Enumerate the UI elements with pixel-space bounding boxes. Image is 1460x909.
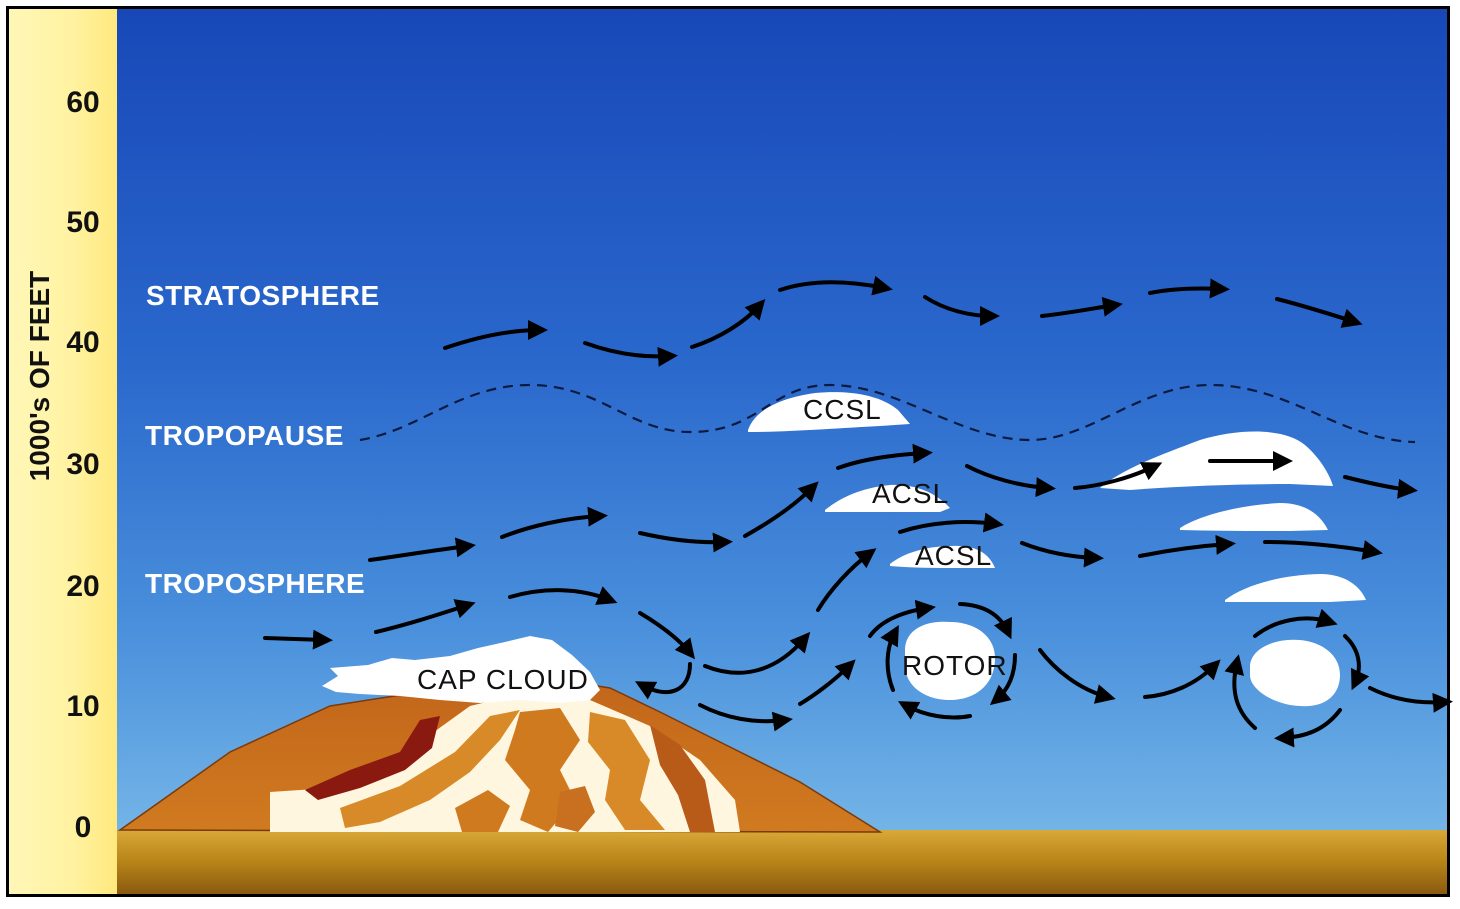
- flow-arrow: [263, 629, 333, 650]
- flow-arrow: [965, 464, 1056, 498]
- flow-arrow: [1138, 534, 1236, 558]
- flow-arrow: [1038, 648, 1116, 704]
- flow-arrow: [583, 341, 678, 367]
- flow-arrow: [690, 299, 766, 349]
- flow-arrow: [868, 599, 936, 638]
- rotor-cloud-left: [905, 621, 995, 700]
- flow-arrow: [1020, 541, 1104, 568]
- troposphere-label: TROPOSPHERE: [145, 568, 366, 599]
- y-tick-10: 10: [66, 690, 100, 723]
- flow-arrow: [798, 659, 856, 706]
- y-axis-title: 1000's OF FEET: [24, 270, 55, 482]
- flow-arrow: [743, 481, 819, 538]
- flow-arrow: [500, 506, 608, 539]
- flow-arrow: [778, 275, 893, 296]
- rotor-arrow: [897, 701, 972, 720]
- acsl-upper-label: ACSL: [872, 478, 950, 509]
- ccsl-cloud: [748, 392, 910, 432]
- flow-arrow: [443, 320, 548, 350]
- rotor-label: ROTOR: [902, 650, 1008, 681]
- acsl-lower-cloud: [890, 545, 995, 568]
- rotor-arrow: [1343, 634, 1370, 691]
- mountain: [117, 679, 883, 833]
- lenticular-cloud-low: [1225, 574, 1366, 602]
- rotor-arrow: [1253, 608, 1338, 638]
- flow-arrow: [1263, 540, 1383, 560]
- tropopause-label: TROPOPAUSE: [145, 420, 344, 451]
- flow-arrow: [638, 611, 695, 660]
- flow-arrow: [1143, 659, 1221, 699]
- cap-cloud-label: CAP CLOUD: [417, 664, 589, 695]
- flow-arrow: [374, 599, 476, 634]
- flow-arrow: [1073, 462, 1163, 490]
- ground: [117, 830, 1447, 894]
- flow-arrow: [1148, 278, 1230, 299]
- rotor-arrow: [989, 653, 1017, 706]
- flow-arrow: [698, 703, 793, 732]
- axis-panel: [9, 9, 117, 894]
- y-tick-60: 60: [66, 86, 100, 119]
- flow-arrow: [638, 531, 733, 553]
- flow-arrow: [1275, 297, 1363, 328]
- cap-cloud: [322, 636, 600, 703]
- stratosphere-label: STRATOSPHERE: [146, 280, 380, 311]
- flow-arrow: [1040, 296, 1123, 318]
- lenticular-cloud-mid: [1180, 503, 1328, 531]
- rotor-arrow: [1274, 708, 1342, 748]
- y-tick-40: 40: [66, 326, 100, 359]
- clouds: [322, 392, 1366, 707]
- flow-arrow: [703, 631, 811, 675]
- flow-arrow: [508, 586, 618, 605]
- rotor-arrow: [880, 625, 899, 692]
- flow-arrow: [1368, 686, 1453, 713]
- flow-arrow: [923, 295, 1000, 326]
- flow-arrow: [634, 662, 692, 700]
- y-tick-50: 50: [66, 206, 100, 239]
- y-tick-0: 0: [74, 811, 92, 844]
- airflow-arrows: [263, 275, 1453, 748]
- y-tick-20: 20: [66, 570, 100, 603]
- flow-arrow: [898, 512, 1004, 534]
- tropopause-line: [359, 383, 1416, 444]
- rotor-cloud-right: [1250, 639, 1340, 707]
- rotor-arrow: [1224, 654, 1257, 730]
- rotor-arrow: [958, 602, 1012, 640]
- ccsl-label: CCSL: [803, 394, 882, 425]
- flow-arrow: [1343, 475, 1418, 499]
- y-tick-30: 30: [66, 448, 100, 481]
- flow-arrow: [836, 443, 933, 470]
- flow-arrow: [368, 537, 476, 562]
- acsl-upper-cloud: [825, 484, 950, 512]
- acsl-lower-label: ACSL: [915, 540, 993, 571]
- flow-arrow: [816, 548, 877, 612]
